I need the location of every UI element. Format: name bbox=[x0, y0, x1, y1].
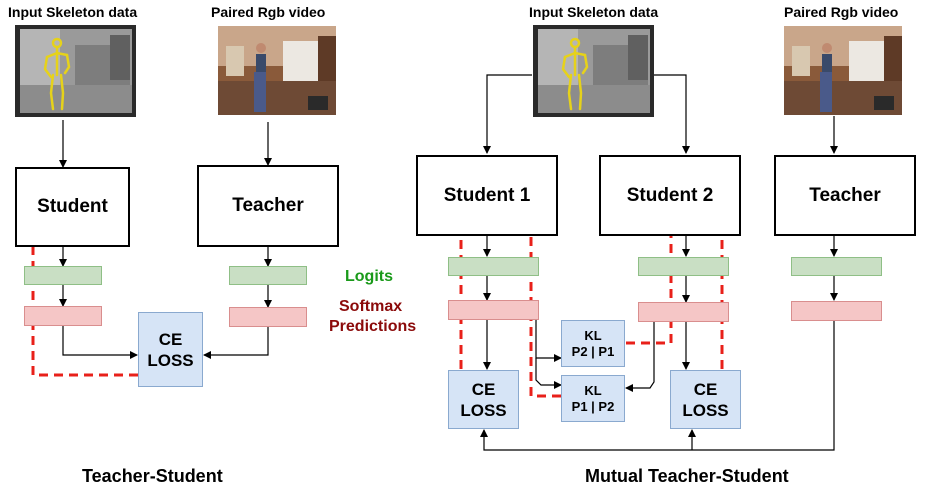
arrow-student-softmax-to-loss bbox=[62, 326, 138, 359]
teacher-box-right: Teacher bbox=[774, 155, 916, 236]
student1-softmax-bar bbox=[448, 300, 539, 320]
arrow-teacher-softmax-to-loss bbox=[203, 327, 269, 359]
paired-video-label-right: Paired Rgb video bbox=[784, 4, 899, 20]
caption-mutual-teacher-student: Mutual Teacher-Student bbox=[585, 466, 789, 486]
teacher-box-left: Teacher bbox=[197, 165, 339, 247]
teacher-softmax-bar-left bbox=[229, 307, 307, 327]
student2-softmax-bar bbox=[638, 302, 729, 322]
ce-loss-box-student1: CE LOSS bbox=[448, 370, 519, 429]
student-logits-bar bbox=[24, 266, 102, 285]
student2-box: Student 2 bbox=[599, 155, 741, 236]
student1-box: Student 1 bbox=[416, 155, 558, 236]
ce2-line1: CE bbox=[693, 379, 718, 399]
ce1-line2: LOSS bbox=[460, 400, 507, 420]
ce-loss-line1: CE bbox=[158, 329, 183, 349]
ce1-line1: CE bbox=[471, 379, 496, 399]
kl-p1-p2-box: KL P1 | P2 bbox=[561, 375, 625, 422]
kl1-line1: KL bbox=[584, 327, 602, 343]
input-skeleton-label-right: Input Skeleton data bbox=[529, 4, 659, 20]
kl1-line2: P2 | P1 bbox=[571, 343, 615, 359]
student-box: Student bbox=[15, 167, 130, 247]
backprop-kl2-to-student1 bbox=[529, 170, 561, 398]
teacher-softmax-bar-right bbox=[791, 301, 882, 321]
paired-video-label-left: Paired Rgb video bbox=[211, 4, 326, 20]
legend-predictions: Predictions bbox=[329, 318, 417, 335]
kl2-line2: P1 | P2 bbox=[571, 398, 615, 414]
kl2-line1: KL bbox=[584, 382, 602, 398]
rgb-video-frame-left bbox=[218, 26, 336, 115]
arrow-skeleton-to-student1 bbox=[483, 74, 532, 154]
rgb-video-frame-right bbox=[784, 26, 902, 115]
arrow-s2-to-kl-bottom bbox=[625, 322, 655, 392]
skeleton-depth-image-left bbox=[15, 25, 136, 117]
arrow-s1-to-kl-bottom bbox=[535, 358, 562, 389]
teacher-logits-bar-left bbox=[229, 266, 307, 285]
arrow-s1-to-kl-top bbox=[535, 320, 562, 362]
arrow-skeleton-to-student2 bbox=[642, 74, 690, 154]
ce-loss-line2: LOSS bbox=[147, 350, 194, 370]
ce2-line2: LOSS bbox=[682, 400, 729, 420]
skeleton-depth-image-right bbox=[533, 25, 654, 117]
caption-teacher-student: Teacher-Student bbox=[82, 466, 223, 486]
legend-softmax: Softmax bbox=[339, 298, 403, 315]
teacher-logits-bar-right bbox=[791, 257, 882, 276]
student-softmax-bar bbox=[24, 306, 102, 326]
kl-p2-p1-box: KL P2 | P1 bbox=[561, 320, 625, 367]
legend-logits: Logits bbox=[345, 268, 393, 285]
input-skeleton-label-left: Input Skeleton data bbox=[8, 4, 138, 20]
arrow-teacher-to-ce1 bbox=[480, 321, 835, 451]
student2-logits-bar bbox=[638, 257, 729, 276]
backprop-kl1-to-student2 bbox=[626, 170, 673, 345]
ce-loss-box-student2: CE LOSS bbox=[670, 370, 741, 429]
ce-loss-box-left: CE LOSS bbox=[138, 312, 203, 387]
student1-logits-bar bbox=[448, 257, 539, 276]
